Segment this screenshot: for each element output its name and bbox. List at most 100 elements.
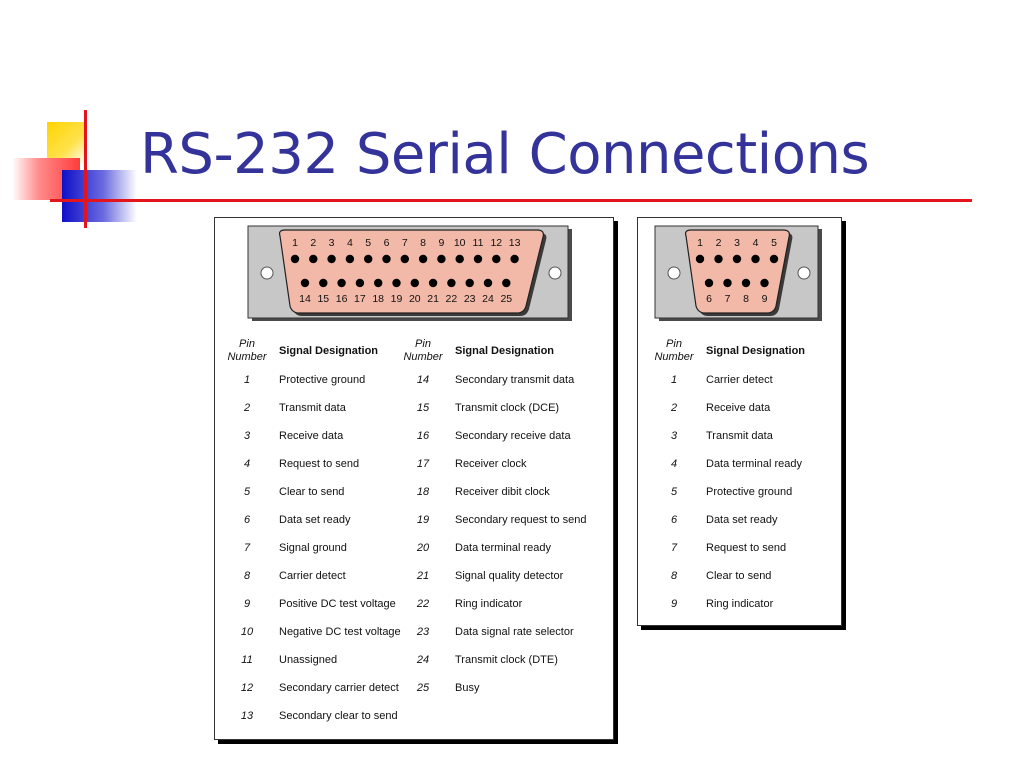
pin-number: 8 xyxy=(670,570,678,582)
signal-designation: Request to send xyxy=(706,542,787,554)
pin-contact xyxy=(300,278,310,288)
slide-logo xyxy=(0,100,150,240)
pin-row: 24 Transmit clock (DTE) xyxy=(401,646,605,674)
db25-face xyxy=(278,229,544,314)
pin-contact xyxy=(374,278,383,288)
signal-designation: Positive DC test voltage xyxy=(279,598,396,610)
pin-label: 6 xyxy=(384,237,390,249)
pin-contact xyxy=(510,254,519,264)
slide-title: RS-232 Serial Connections xyxy=(140,122,870,187)
signal-designation: Unassigned xyxy=(279,654,338,666)
pin-number: 7 xyxy=(670,542,678,554)
pin-contact xyxy=(309,254,318,264)
pin-contact xyxy=(465,278,474,288)
db9-right-screw-hole xyxy=(797,266,811,280)
pin-number: 3 xyxy=(670,430,678,442)
pin-number: 6 xyxy=(243,514,251,526)
pin-number: 18 xyxy=(416,486,430,498)
pin-contact xyxy=(741,278,751,288)
db25-left-screw-hole xyxy=(260,266,274,280)
pin-contact xyxy=(704,278,714,288)
pin-contact xyxy=(437,254,446,264)
db9-face xyxy=(684,229,790,314)
pin-label: 11 xyxy=(473,237,484,249)
signal-designation: Transmit data xyxy=(279,402,346,414)
pin-row: 6 Data set ready xyxy=(225,506,409,534)
pin-label: 2 xyxy=(310,237,316,249)
pin-label: 21 xyxy=(427,293,439,305)
pin-contact xyxy=(455,254,464,264)
pin-label: 5 xyxy=(771,237,777,249)
signal-designation: Secondary clear to send xyxy=(279,710,398,722)
pin-number: 13 xyxy=(240,710,254,722)
pin-number: 9 xyxy=(243,598,251,610)
title-underline xyxy=(50,199,972,202)
pin-number: 1 xyxy=(670,374,678,386)
pin-contact xyxy=(337,278,346,288)
signal-header: Signal Designation xyxy=(706,345,806,357)
pin-contact xyxy=(769,254,779,264)
pin-label: 9 xyxy=(762,293,768,305)
pin-label: 12 xyxy=(490,237,502,249)
pin-number: 25 xyxy=(416,682,430,694)
logo-yellow-square xyxy=(47,122,85,164)
pin-number: 22 xyxy=(416,598,430,610)
pin-label: 22 xyxy=(446,293,458,305)
pin-row: 9 Positive DC test voltage xyxy=(225,590,409,618)
signal-designation: Secondary request to send xyxy=(455,514,587,526)
pin-label: 3 xyxy=(329,237,335,249)
signal-designation: Receive data xyxy=(706,402,771,414)
pin-row: 7 Request to send xyxy=(652,534,826,562)
pin-label: 25 xyxy=(500,293,512,305)
pin-label: 15 xyxy=(317,293,329,305)
pin-number: 17 xyxy=(416,458,430,470)
pin-number: 6 xyxy=(670,514,678,526)
pin-label: 5 xyxy=(365,237,371,249)
pin-number: 7 xyxy=(243,542,251,554)
pin-contact xyxy=(319,278,328,288)
pin-number: 9 xyxy=(670,598,678,610)
pin-label: 16 xyxy=(336,293,348,305)
logo-blue-square xyxy=(62,170,137,222)
signal-designation: Carrier detect xyxy=(279,570,346,582)
signal-designation: Signal quality detector xyxy=(455,570,564,582)
pin-label: 4 xyxy=(347,237,353,249)
pin-label: 24 xyxy=(482,293,494,305)
pin-label: 3 xyxy=(734,237,740,249)
pin-label: 14 xyxy=(299,293,311,305)
pin-row: 13 Secondary clear to send xyxy=(225,702,409,730)
signal-designation: Receive data xyxy=(279,430,344,442)
pin-contact xyxy=(418,254,428,264)
signal-designation: Data set ready xyxy=(279,514,351,526)
pin-label: 8 xyxy=(743,293,749,305)
pin-contact xyxy=(410,278,419,288)
pin-number: 24 xyxy=(416,654,430,666)
signal-designation: Transmit clock (DTE) xyxy=(455,654,558,666)
signal-designation: Data signal rate selector xyxy=(455,626,574,638)
signal-designation: Transmit data xyxy=(706,430,773,442)
signal-designation: Busy xyxy=(455,682,480,694)
pin-label: 1 xyxy=(697,237,703,249)
pin-contact xyxy=(483,278,493,288)
